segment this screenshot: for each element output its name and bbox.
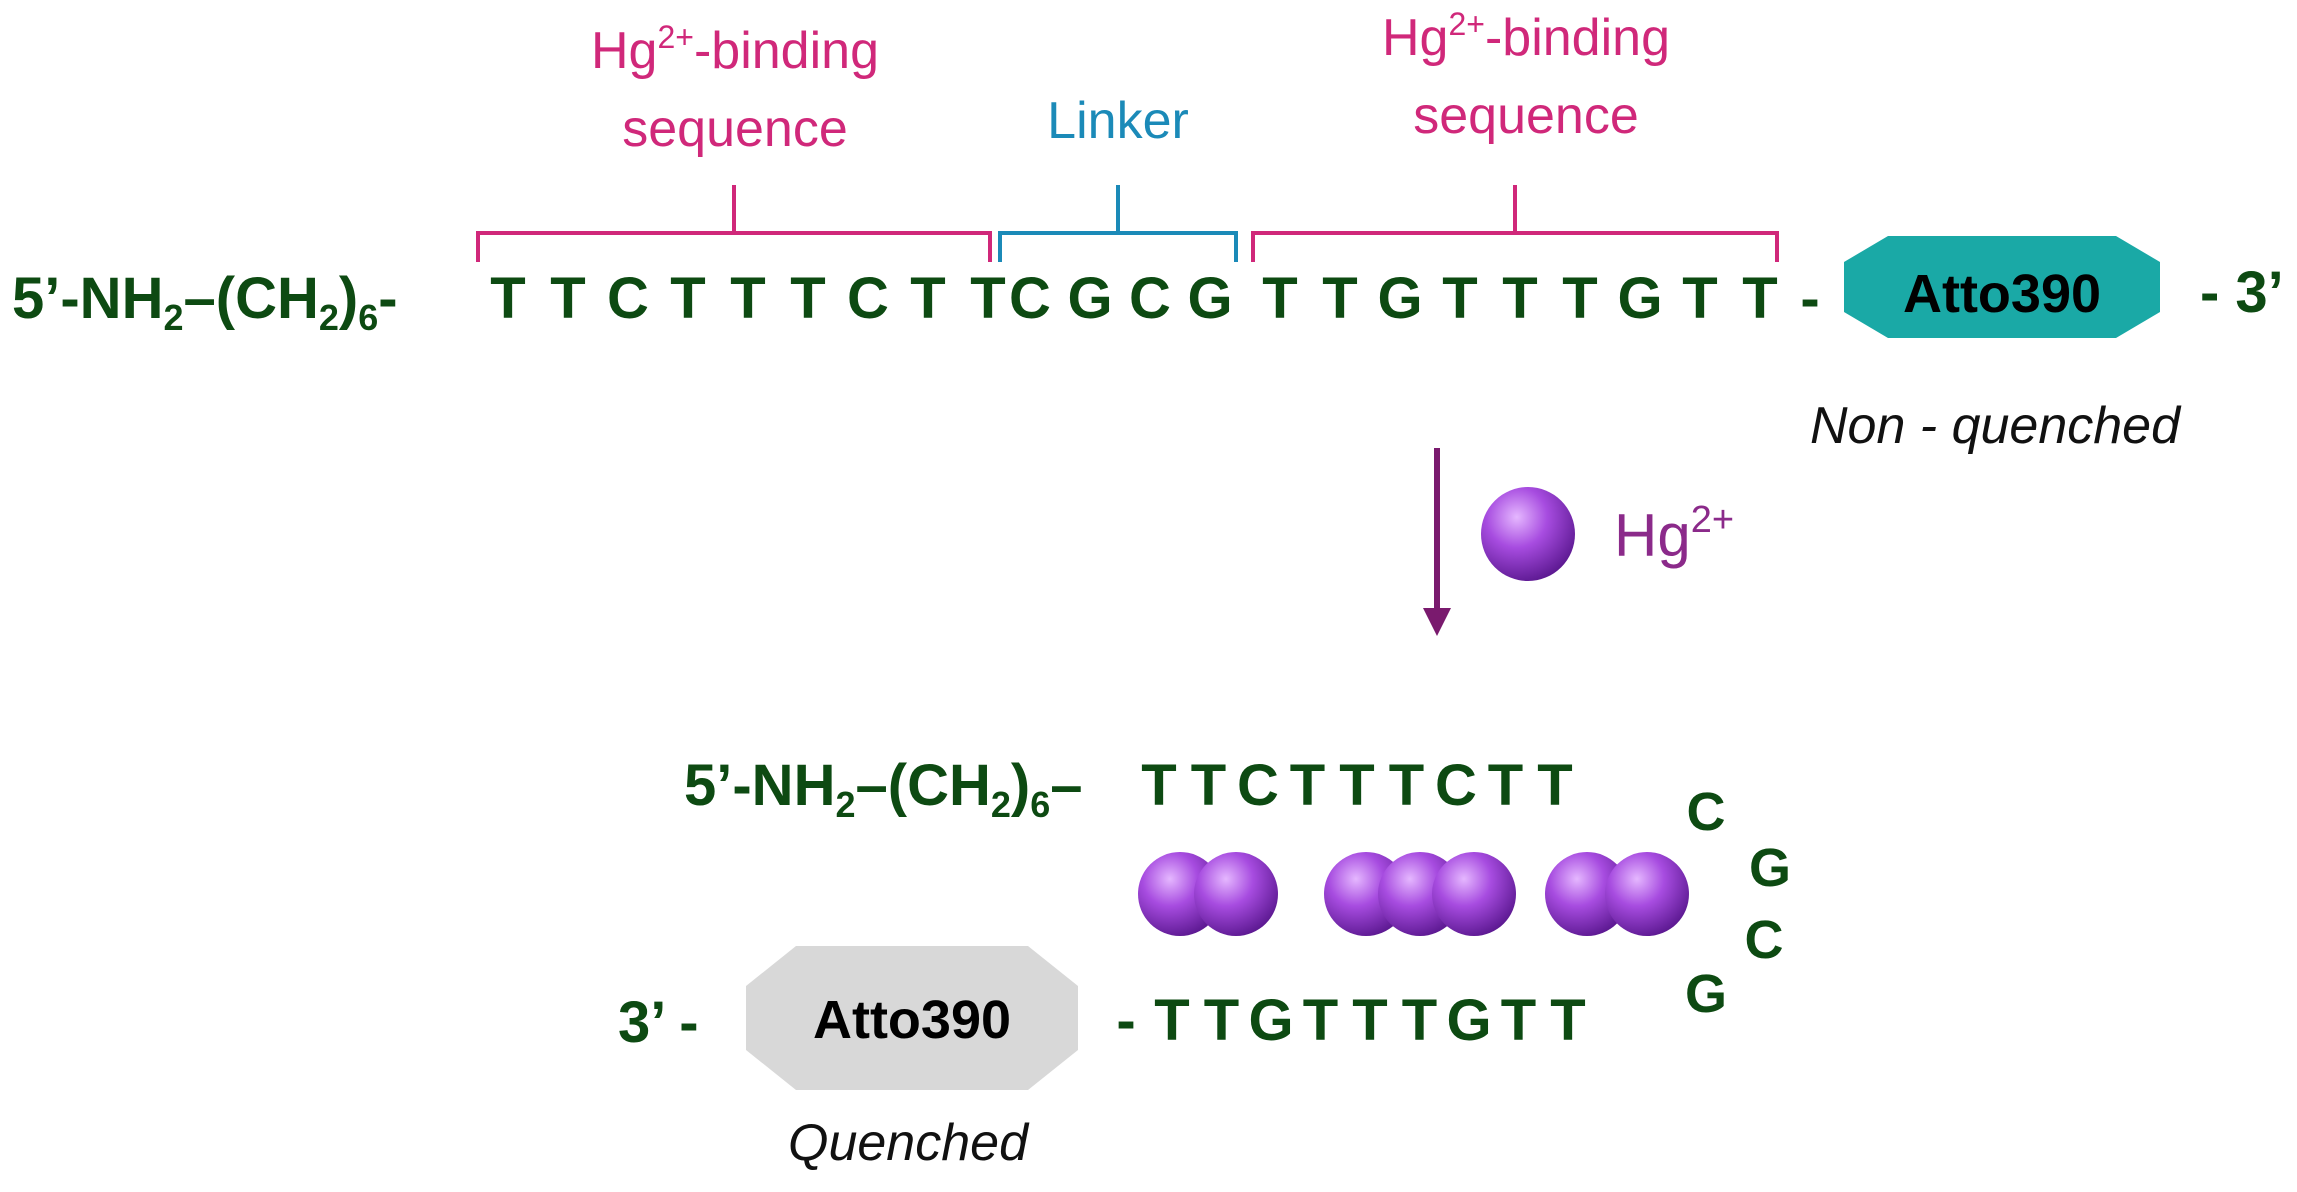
nucleotide: T [1442, 266, 1477, 331]
nucleotide: T [1402, 988, 1437, 1053]
bottom-dash: - [1116, 988, 1135, 1053]
nucleotide: T [670, 266, 705, 331]
loop-nucleotide: C [1687, 782, 1726, 842]
nucleotide: T [1550, 988, 1585, 1053]
nucleotide: T [1501, 988, 1536, 1053]
binding-label-left-line2: sequence [622, 100, 848, 158]
top-end: - 3’ [2200, 260, 2284, 325]
state-non-quenched: Non - quenched [1810, 397, 2182, 455]
dye-quenched-badge [746, 946, 1078, 1090]
nucleotide: T [1339, 753, 1374, 818]
nucleotide: T [1141, 753, 1176, 818]
mercury-ion [1605, 852, 1689, 936]
nucleotide: G [1617, 266, 1662, 331]
dye-quenched-label: Atto390 [813, 990, 1011, 1050]
nucleotide: C [1435, 753, 1477, 818]
nucleotide: T [1537, 753, 1572, 818]
nucleotide: G [1377, 266, 1422, 331]
nucleotide: T [490, 266, 525, 331]
nucleotide: T [1389, 753, 1424, 818]
top-dash: - [1800, 266, 1819, 331]
nucleotide: C [607, 266, 649, 331]
mercury-ion [1194, 852, 1278, 936]
nucleotide: T [1262, 266, 1297, 331]
binding-label-right-line2: sequence [1413, 87, 1639, 145]
nucleotide: T [790, 266, 825, 331]
nucleotide: T [730, 266, 765, 331]
nucleotide: T [1204, 988, 1239, 1053]
mercury-ion-icon [1481, 487, 1575, 581]
nucleotide: G [1067, 266, 1112, 331]
bottom-start: 3’ - [618, 990, 699, 1055]
bottom-prefix: 5’-NH2–(CH2)6– [684, 753, 1083, 825]
top-prefix: 5’-NH2–(CH2)6- [12, 266, 398, 338]
nucleotide: G [1248, 988, 1293, 1053]
nucleotide: G [1187, 266, 1232, 331]
mercury-ion [1432, 852, 1516, 936]
state-quenched: Quenched [788, 1114, 1030, 1172]
nucleotide: C [1009, 266, 1051, 331]
nucleotide: T [1303, 988, 1338, 1053]
nucleotide: T [1322, 266, 1357, 331]
bracket-binding-right [1251, 185, 1779, 262]
nucleotide: T [1154, 988, 1189, 1053]
mercury-ion [1545, 852, 1629, 936]
nucleotide: T [910, 266, 945, 331]
binding-label-left: Hg2+-binding [591, 19, 879, 80]
nucleotide: G [1446, 988, 1491, 1053]
nucleotide: T [550, 266, 585, 331]
loop-nucleotide: G [1685, 964, 1727, 1024]
mercury-bridges [1138, 852, 1689, 936]
dye-active-badge [1844, 236, 2160, 338]
bracket-linker [998, 185, 1238, 262]
nucleotide: T [1290, 753, 1325, 818]
nucleotide: C [1237, 753, 1279, 818]
nucleotide: T [1562, 266, 1597, 331]
nucleotide: C [1129, 266, 1171, 331]
nucleotide: T [1352, 988, 1387, 1053]
nucleotide: T [1191, 753, 1226, 818]
reaction-label: Hg2+ [1614, 499, 1734, 569]
linker-label: Linker [1047, 92, 1189, 150]
loop-nucleotide: C [1745, 910, 1784, 970]
nucleotide: T [1502, 266, 1537, 331]
nucleotide: T [1488, 753, 1523, 818]
nucleotide: T [1742, 266, 1777, 331]
bracket-binding-left [476, 185, 992, 262]
loop-nucleotide: G [1749, 838, 1791, 898]
reaction-arrowhead [1423, 608, 1451, 636]
dye-active-label: Atto390 [1903, 264, 2101, 324]
binding-label-right: Hg2+-binding [1382, 6, 1670, 67]
nucleotide: C [847, 266, 889, 331]
nucleotide: T [970, 266, 1005, 331]
nucleotide: T [1682, 266, 1717, 331]
